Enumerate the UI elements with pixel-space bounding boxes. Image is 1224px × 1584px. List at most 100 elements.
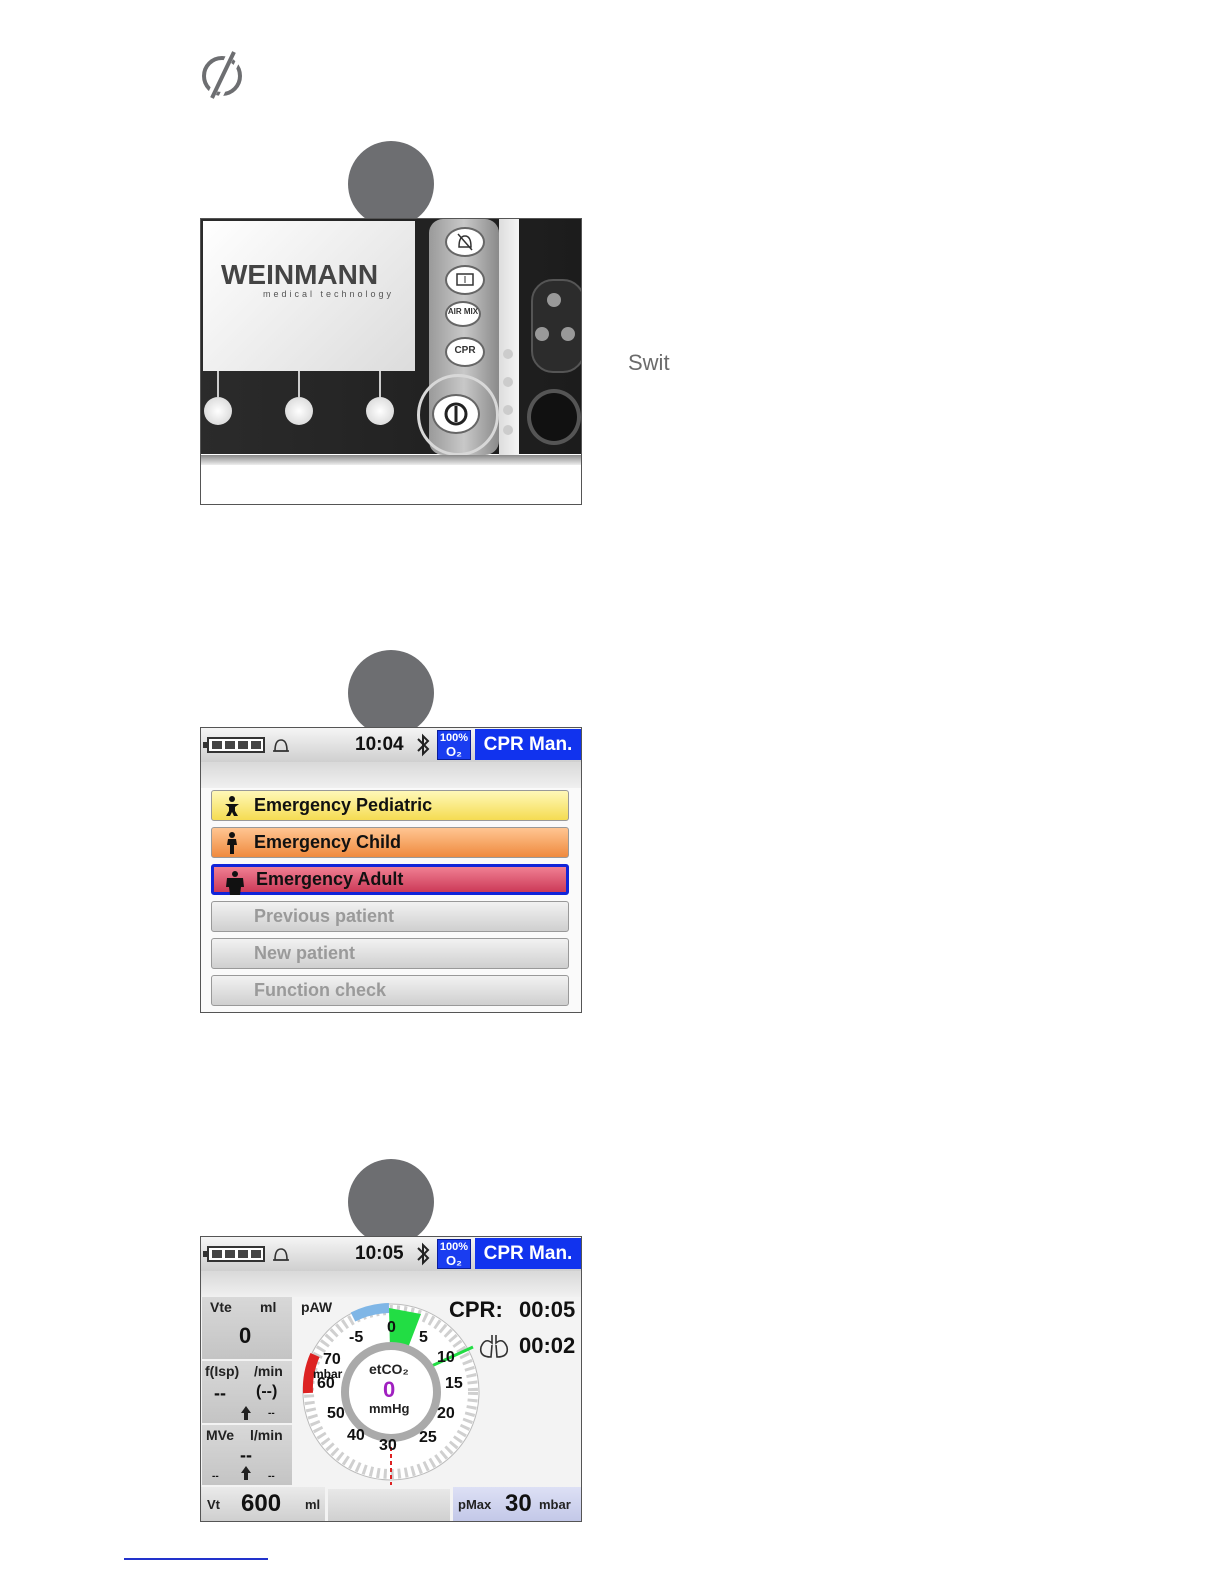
o2-indicator: 100%O₂ bbox=[437, 730, 471, 760]
gauge-tick-label: 5 bbox=[419, 1329, 428, 1346]
menu-item-emergency-pediatric[interactable]: Emergency Pediatric bbox=[211, 790, 569, 821]
weinmann-logo: WEINMANN bbox=[221, 259, 379, 290]
step-1-marker bbox=[348, 141, 434, 227]
gauge-tick-label: 30 bbox=[379, 1437, 397, 1454]
menu-item-emergency-child[interactable]: Emergency Child bbox=[211, 827, 569, 858]
mve-label: MVe bbox=[206, 1427, 235, 1443]
menu-item-label: New patient bbox=[254, 943, 356, 963]
gauge-tick-label: 25 bbox=[419, 1429, 437, 1446]
pressure-gauge bbox=[302, 1303, 480, 1485]
gauge-tick-label: -5 bbox=[349, 1329, 364, 1346]
battery-icon bbox=[203, 737, 265, 753]
frequency-spontaneous: (--) bbox=[256, 1383, 278, 1400]
vt-unit: ml bbox=[305, 1497, 321, 1512]
cpr-label: CPR bbox=[454, 345, 476, 356]
bluetooth-icon bbox=[417, 733, 430, 757]
gas-connector-panel bbox=[531, 279, 581, 373]
mve-small-right: -- bbox=[268, 1471, 275, 1482]
vte-unit: ml bbox=[260, 1299, 277, 1315]
device-screen: WEINMANN medical technology bbox=[203, 221, 415, 371]
mode-indicator: CPR Man. bbox=[475, 1238, 581, 1269]
softkey-middle[interactable] bbox=[285, 397, 313, 425]
side-instruction-text: Swit bbox=[628, 350, 670, 375]
ventilation-timer-value: 00:02 bbox=[519, 1333, 576, 1358]
menu-item-label: Emergency Child bbox=[254, 832, 402, 852]
gauge-inner-tick-label: 60 bbox=[317, 1375, 335, 1392]
etco2-unit: mmHg bbox=[369, 1401, 410, 1416]
status-bar: 10:04 100%O₂ CPR Man. bbox=[201, 728, 581, 762]
vt-label: Vt bbox=[207, 1497, 220, 1512]
menu-item-label: Emergency Pediatric bbox=[254, 795, 433, 815]
cpr-button[interactable]: CPR bbox=[445, 337, 485, 367]
paw-label: pAW bbox=[301, 1299, 333, 1315]
alarm-mute-button[interactable] bbox=[445, 227, 485, 257]
footer-link-rule bbox=[124, 1558, 268, 1560]
mve-value: -- bbox=[240, 1445, 252, 1465]
bell-icon bbox=[273, 1248, 289, 1261]
patient-trigger-icon bbox=[241, 1406, 251, 1420]
menu-item-label: Emergency Adult bbox=[256, 869, 404, 889]
pmax-unit: mbar bbox=[539, 1497, 571, 1512]
pmax-setting[interactable]: pMax 30 mbar bbox=[453, 1487, 581, 1521]
gauge-tick-label: 0 bbox=[387, 1319, 396, 1336]
middle-setting-slot[interactable] bbox=[328, 1489, 450, 1521]
adult-icon bbox=[224, 871, 246, 902]
power-button[interactable] bbox=[432, 394, 480, 434]
softkey-left[interactable] bbox=[204, 397, 232, 425]
pmax-label: pMax bbox=[458, 1497, 492, 1512]
frequency-label: f(Isp) bbox=[205, 1363, 240, 1379]
vte-label: Vte bbox=[210, 1299, 232, 1315]
frequency-value: -- bbox=[214, 1383, 226, 1403]
gauge-tick-label: 15 bbox=[445, 1375, 463, 1392]
menu-item-label: Previous patient bbox=[254, 906, 395, 926]
menu-item-previous-patient[interactable]: Previous patient bbox=[211, 901, 569, 932]
gauge-tick-label: 20 bbox=[437, 1405, 455, 1422]
power-button-highlight bbox=[417, 374, 499, 456]
bluetooth-icon bbox=[417, 1242, 430, 1266]
step-3-marker bbox=[348, 1159, 434, 1245]
power-icon bbox=[444, 402, 468, 426]
airmix-button[interactable]: AIR MIX bbox=[445, 301, 481, 327]
bell-mute-icon bbox=[457, 233, 473, 251]
bell-icon bbox=[273, 739, 289, 752]
device-photo-panel: WEINMANN medical technology AIR MIX CPR bbox=[200, 218, 582, 505]
display-button[interactable] bbox=[445, 265, 485, 295]
vte-value: 0 bbox=[239, 1323, 252, 1348]
menu-item-emergency-adult[interactable]: Emergency Adult bbox=[211, 864, 569, 895]
cpr-timer-value: 00:05 bbox=[519, 1297, 576, 1322]
weinmann-mark-icon bbox=[198, 48, 246, 107]
gauge-tick-label: 10 bbox=[437, 1349, 455, 1366]
frequency-small: -- bbox=[268, 1408, 275, 1419]
frequency-box: f(Isp) /min -- (--) -- bbox=[202, 1361, 292, 1423]
mve-small-left: -- bbox=[212, 1471, 219, 1482]
etco2-value: 0 bbox=[383, 1377, 396, 1402]
o2-percent: 100% bbox=[439, 732, 469, 744]
patient-trigger-icon bbox=[241, 1466, 251, 1480]
frequency-unit: /min bbox=[254, 1363, 283, 1379]
gauge-inner-tick-label: 40 bbox=[347, 1427, 365, 1444]
o2-indicator: 100%O₂ bbox=[437, 1239, 471, 1269]
clock: 10:04 bbox=[355, 734, 404, 755]
vt-setting[interactable]: Vt 600 ml bbox=[201, 1487, 325, 1521]
lungs-icon bbox=[479, 1335, 509, 1358]
o2-percent: 100% bbox=[439, 1241, 469, 1253]
weinmann-tagline: medical technology bbox=[263, 289, 395, 299]
gauge-inner-tick-label: 70 bbox=[323, 1351, 341, 1368]
menu-item-function-check[interactable]: Function check bbox=[211, 975, 569, 1006]
mve-unit: l/min bbox=[250, 1427, 283, 1443]
menu-item-label: Function check bbox=[254, 980, 387, 1000]
o2-label: O₂ bbox=[446, 744, 462, 759]
cpr-timer-label: CPR: bbox=[449, 1297, 503, 1322]
mve-box: MVe l/min -- -- -- bbox=[202, 1425, 292, 1485]
etco2-label: etCO₂ bbox=[369, 1361, 409, 1377]
pmax-value: 30 bbox=[505, 1490, 532, 1517]
patient-outlet bbox=[527, 389, 581, 445]
airmix-label: AIR MIX bbox=[447, 307, 479, 316]
menu-item-new-patient[interactable]: New patient bbox=[211, 938, 569, 969]
infant-icon bbox=[222, 795, 242, 826]
softkey-right[interactable] bbox=[366, 397, 394, 425]
vte-box: Vte ml 0 bbox=[202, 1297, 292, 1359]
gauge-inner-tick-label: 50 bbox=[327, 1405, 345, 1422]
gauge-inner-unit: mbar bbox=[313, 1367, 343, 1381]
ventilation-screen: 10:05 100%O₂ CPR Man. Vte ml 0 f(Isp) /m… bbox=[200, 1236, 582, 1522]
